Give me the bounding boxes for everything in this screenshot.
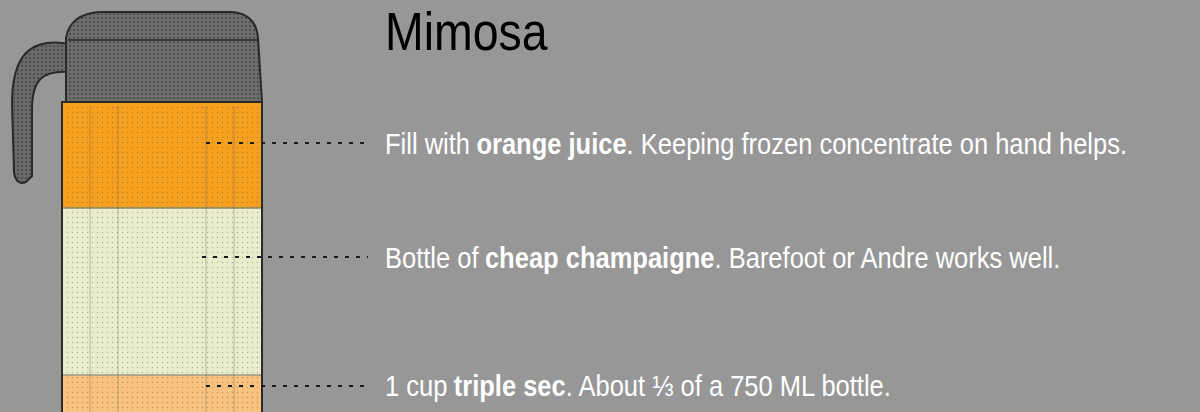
body-shading [62,102,262,412]
instruction-line: Fill withorange juice. Keeping frozen co… [385,127,1127,162]
instruction-text: Fill with [385,127,470,160]
instruction-text: . About ⅓ of a 750 ML bottle. [566,369,891,402]
instruction-text: Bottle of [385,241,479,274]
ingredient-name: cheap champaigne [485,241,715,274]
title: Mimosa [385,4,548,58]
leader-line [202,143,368,386]
pitcher-outline [62,102,262,412]
lid-rim [68,39,258,41]
layer-boundary [62,374,262,376]
ingredient-name: orange juice [476,127,626,160]
instruction-line: Bottle ofcheap champaigne. Barefoot or A… [385,241,1060,276]
instruction-text: . Barefoot or Andre works well. [715,241,1061,274]
glass-ridges [90,106,234,412]
lid-shading [66,12,262,102]
pitcher-lid [66,12,262,102]
instruction-text: 1 cup [385,369,447,402]
ingredient-name: triple sec [454,369,566,402]
instruction-text: . Keeping frozen concentrate on hand hel… [627,127,1127,160]
instruction-line: 1 cuptriple sec. About ⅓ of a 750 ML bot… [385,369,891,404]
layer-boundary [62,207,262,209]
